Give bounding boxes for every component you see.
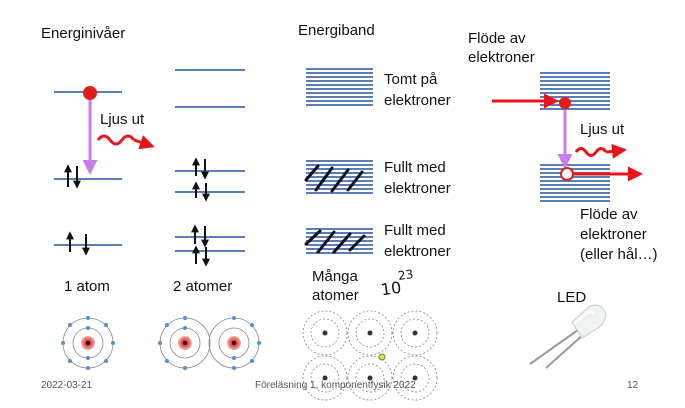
level-line (175, 69, 245, 71)
shell-electrons (61, 316, 115, 370)
full-band2-label-line2: elektroner (384, 243, 451, 260)
lattice-nucleus (412, 375, 418, 381)
fill-hatch (304, 164, 366, 254)
hole (560, 167, 574, 181)
lattice-nucleus (322, 330, 328, 336)
lattice-highlight (378, 353, 386, 361)
energy-bands-title: Energiband (298, 22, 375, 39)
lattice-shell (355, 318, 385, 348)
lattice-shell (302, 355, 348, 401)
full-band2-label-line1: Fullt med (384, 222, 446, 239)
many-atoms-label-line2: atomer (312, 287, 359, 304)
level-line (54, 244, 122, 246)
level-line (175, 106, 245, 108)
footer-course: Föreläsning 1, komponentfysik 2022 (255, 380, 416, 391)
one-atom-energy-levels (54, 86, 155, 256)
shell-electrons (158, 316, 261, 370)
light-out-label-left: Ljus ut (100, 111, 145, 128)
led-illustration (529, 304, 607, 369)
level-line (175, 191, 245, 193)
flow-diagram (492, 72, 643, 202)
energy-levels-title: Energinivåer (41, 25, 126, 42)
full-band1-label-line1: Fullt med (384, 159, 446, 176)
flow-title-line1: Flöde av (468, 30, 526, 47)
two-atom-energy-levels (175, 69, 245, 267)
lattice-shell (302, 310, 348, 356)
excited-electron (83, 86, 97, 100)
footer-page-number: 12 (627, 380, 639, 391)
lattice-nucleus (412, 330, 418, 336)
lattice-shell (392, 310, 438, 356)
lattice-nucleus (367, 375, 373, 381)
led-label: LED (557, 289, 587, 306)
lattice-shell (310, 318, 340, 348)
lattice-shell (400, 318, 430, 348)
empty-band-label-line2: elektroner (384, 92, 451, 109)
lattice-shell (355, 363, 385, 393)
photon-wave (96, 134, 136, 146)
lattice-nucleus (322, 375, 328, 381)
two-atom-illustration (158, 316, 261, 370)
photon-wave (574, 147, 608, 157)
empty-band (306, 66, 373, 108)
empty-band-label-line1: Tomt på (384, 71, 438, 88)
two-atoms-label: 2 atomer (173, 278, 233, 295)
flow-bottom-line1: Flöde av (580, 206, 638, 223)
lattice-shell (400, 363, 430, 393)
light-out-label-right: Ljus ut (580, 121, 625, 138)
lattice-shell (347, 310, 393, 356)
one-atom-illustration (61, 316, 115, 370)
flow-bottom-line2: elektroner (580, 226, 647, 243)
energy-bands (304, 66, 373, 256)
photon-arrow (133, 135, 155, 150)
valence-band (540, 164, 610, 202)
crystal-lattice-illustration (302, 310, 438, 401)
full-band1-label-line2: elektroner (384, 180, 451, 197)
level-line (175, 236, 245, 238)
spin-arrows (64, 164, 90, 256)
conduction-band (540, 72, 610, 110)
level-line (175, 250, 245, 252)
flow-title-line2: elektroner (468, 49, 535, 66)
flow-bottom-line3: (eller hål…) (580, 246, 658, 263)
full-band-lower (306, 226, 373, 256)
level-line (54, 178, 122, 180)
spin-arrows (191, 157, 210, 267)
photon-arrow (605, 143, 627, 159)
footer-date: 2022-03-21 (41, 380, 93, 391)
level-line (175, 170, 245, 172)
lattice-nucleus (367, 330, 373, 336)
conduction-electron (559, 97, 571, 109)
lattice-shell (347, 355, 393, 401)
lattice-shell (392, 355, 438, 401)
lattice-shell (310, 363, 340, 393)
one-atom-label: 1 atom (64, 278, 110, 295)
many-atoms-label-line1: Många (312, 268, 358, 285)
